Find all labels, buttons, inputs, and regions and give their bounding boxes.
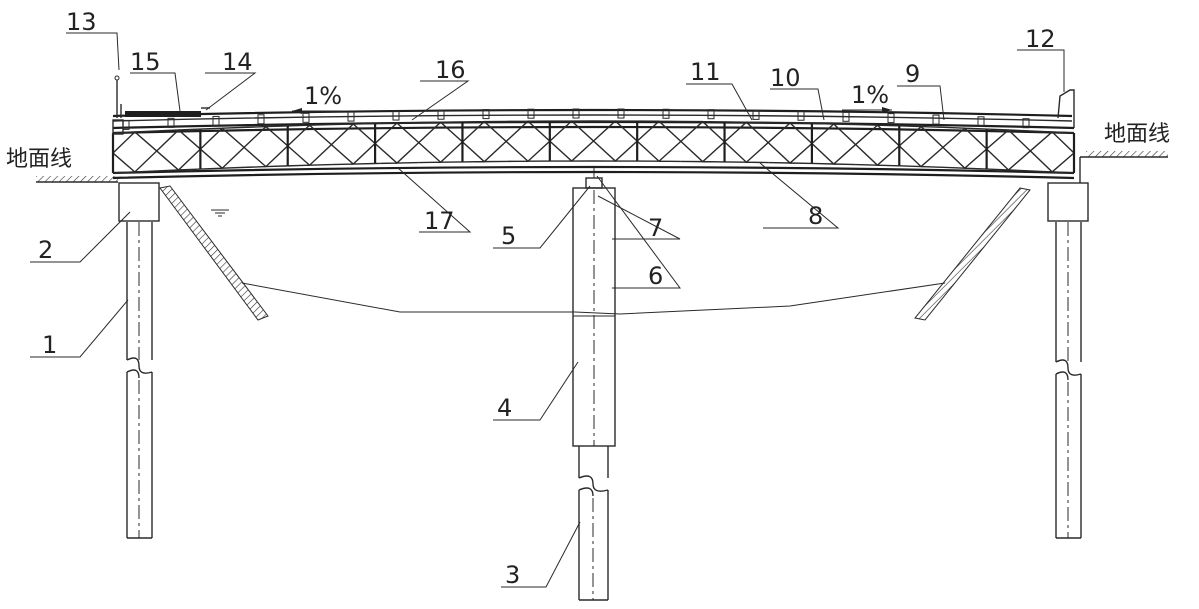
- truss-panel: [1029, 130, 1076, 174]
- central-pier-casing: [572, 187, 616, 447]
- deck-post: [662, 108, 670, 119]
- label-15: 15: [130, 48, 161, 76]
- truss-panel: [898, 125, 944, 169]
- left-slope-embankment: [159, 185, 269, 321]
- right-pile-cap: [1047, 182, 1089, 222]
- left-railing: [112, 75, 210, 135]
- truss-panel: [199, 126, 246, 170]
- label-17: 17: [424, 207, 455, 235]
- deck-post: [212, 115, 220, 126]
- truss-panel: [854, 123, 901, 167]
- deck-post: [842, 111, 850, 122]
- truss-panel: [985, 128, 1032, 172]
- deck-post: [752, 109, 760, 120]
- label-4: 4: [497, 394, 512, 422]
- slope-arrow-right: [842, 107, 892, 113]
- label-7: 7: [648, 214, 663, 242]
- deck-post: [167, 117, 175, 128]
- deck-post: [527, 108, 535, 119]
- deck-post: [302, 112, 310, 123]
- label-3: 3: [505, 561, 520, 589]
- slope-label-right: 1%: [851, 81, 889, 109]
- label-9: 9: [905, 60, 920, 88]
- central-pile: [578, 446, 609, 601]
- label-16: 16: [435, 56, 466, 84]
- deck-post: [977, 116, 985, 127]
- label-10: 10: [770, 64, 801, 92]
- pier-bearing: [585, 166, 603, 189]
- slope-arrow-left: [292, 108, 342, 114]
- right-slope-embankment: [914, 187, 1031, 321]
- truss-girder: [111, 120, 1076, 180]
- deck-post: [1022, 118, 1030, 129]
- deck-post: [617, 108, 625, 119]
- truss-panel: [111, 130, 158, 174]
- deck-post: [707, 109, 715, 120]
- deck-post: [257, 114, 265, 125]
- deck-post: [482, 109, 490, 120]
- label-1: 1: [42, 331, 57, 359]
- deck-post: [932, 114, 940, 125]
- slope-label-left: 1%: [304, 82, 342, 110]
- label-12: 12: [1025, 25, 1056, 53]
- label-8: 8: [808, 202, 823, 230]
- water-level-symbol: [211, 209, 229, 217]
- deck-post: [572, 108, 580, 119]
- label-11: 11: [690, 58, 721, 86]
- deck-post: [347, 111, 355, 122]
- label-5: 5: [501, 222, 516, 250]
- ground-line-label-left: 地面线: [6, 147, 72, 172]
- riverbed-line: [241, 282, 946, 315]
- right-end-wall: [1057, 89, 1075, 128]
- label-6: 6: [648, 262, 663, 290]
- truss-panel: [286, 123, 333, 167]
- truss-panel: [941, 126, 988, 170]
- right-abutment-pile: [1055, 222, 1082, 539]
- bridge-deck: [112, 108, 1073, 130]
- left-abutment-pile: [126, 222, 153, 539]
- label-14: 14: [222, 48, 253, 76]
- label-2: 2: [38, 236, 53, 264]
- deck-post: [797, 110, 805, 121]
- left-pile-cap: [118, 182, 160, 222]
- ground-line-left-hatch: [36, 176, 118, 183]
- ground-line-label-right: 地面线: [1104, 122, 1170, 147]
- truss-panel: [243, 125, 289, 169]
- ground-line-right-hatch: [1079, 151, 1168, 183]
- truss-panel: [155, 128, 202, 172]
- deck-post: [887, 113, 895, 124]
- label-13: 13: [66, 8, 97, 36]
- leader-lines: [30, 32, 1065, 588]
- deck-post: [392, 110, 400, 121]
- deck-post: [437, 109, 445, 120]
